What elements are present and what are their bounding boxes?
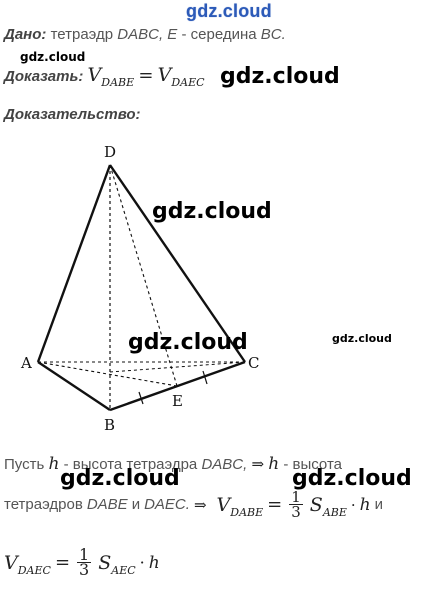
line2-a: DABE: [86, 496, 128, 513]
edge-BC: [109, 360, 246, 412]
prove-sub1: DABE: [101, 76, 135, 89]
edge-AB: [37, 361, 111, 411]
edge-DC: [109, 164, 246, 363]
line1-t2: - высота тетраэдра: [63, 456, 198, 473]
watermark-line-1: gdz.cloud: [60, 466, 180, 491]
given-edge: BC.: [260, 26, 286, 43]
prove-eq: =: [138, 65, 154, 86]
prove-v1: V: [87, 64, 102, 86]
line2-dot: ·: [350, 495, 356, 514]
line3-v: V: [4, 551, 18, 574]
tick-EC: [202, 370, 208, 385]
line1-t3: - высота: [283, 456, 342, 473]
watermark-top: gdz.cloud: [186, 1, 272, 21]
given-label: Дано:: [4, 26, 47, 43]
line2-tail: и: [374, 496, 383, 513]
vertex-C: C: [248, 354, 260, 372]
line1-h2: h: [268, 454, 280, 474]
prove-label: Доказать:: [4, 68, 84, 85]
vertex-A: A: [21, 354, 32, 372]
prove-sub2: DAEC: [171, 76, 205, 89]
watermark-small: gdz.cloud: [20, 50, 86, 64]
watermark-prove: gdz.cloud: [220, 64, 340, 89]
line1-h: h: [48, 454, 60, 474]
line2-den: 3: [291, 503, 301, 521]
edge-DA: [36, 164, 112, 363]
line2-t1: тетраэдров: [4, 496, 83, 513]
line2-and: и: [131, 496, 141, 513]
line1-t1: Пусть: [4, 456, 45, 473]
line1-tetra: DABC,: [201, 456, 248, 473]
vertex-D: D: [104, 143, 117, 161]
watermark-line-2: gdz.cloud: [292, 466, 412, 491]
watermark-mini: gdz.cloud: [332, 332, 392, 345]
given-line: Дано: тетраэдр DABC, E - середина BC.: [4, 26, 286, 43]
line2-ssub: ABE: [322, 505, 347, 519]
line3-vsub: DAEC: [17, 563, 51, 577]
line3-s: S: [98, 551, 112, 574]
edge-DE-hidden: [109, 164, 178, 387]
line3-num: 1: [77, 545, 92, 564]
edge-AE-hidden: [37, 361, 178, 387]
line1-arrow: ⇒: [251, 455, 265, 473]
line2-eq: =: [267, 494, 283, 515]
line3-dot: ·: [139, 553, 145, 572]
proof-label: Доказательство:: [4, 106, 141, 123]
line3-den: 3: [79, 560, 90, 579]
line2-b: DAEC.: [144, 496, 190, 513]
vertex-B: B: [104, 416, 116, 434]
given-text-a: тетраэдр: [50, 26, 114, 43]
prove-line: Доказать: VDABE = VDAEC: [4, 64, 205, 89]
line3-h: h: [148, 552, 160, 573]
given-text-b: - середина: [181, 26, 257, 43]
watermark-figure-2: gdz.cloud: [128, 330, 248, 355]
line2-vsub: DABE: [230, 505, 264, 519]
prove-v2: V: [157, 64, 172, 86]
line2-arrow: ⇒: [193, 495, 207, 514]
line3-eq: =: [54, 552, 71, 573]
given-point: E: [167, 26, 178, 43]
tick-BE: [138, 391, 144, 405]
line2-v: V: [216, 493, 231, 516]
watermark-figure-1: gdz.cloud: [152, 199, 272, 224]
line2-s: S: [309, 493, 323, 516]
line2-num: 1: [289, 488, 303, 506]
vertex-E: E: [172, 392, 183, 410]
base-height-line: [109, 361, 246, 373]
line3-ssub: AEC: [111, 563, 136, 577]
proof-line-1: Пусть h - высота тетраэдра DABC, ⇒ h - в…: [4, 454, 342, 474]
given-tetra: DABC,: [117, 26, 164, 43]
line2-h: h: [359, 494, 371, 515]
